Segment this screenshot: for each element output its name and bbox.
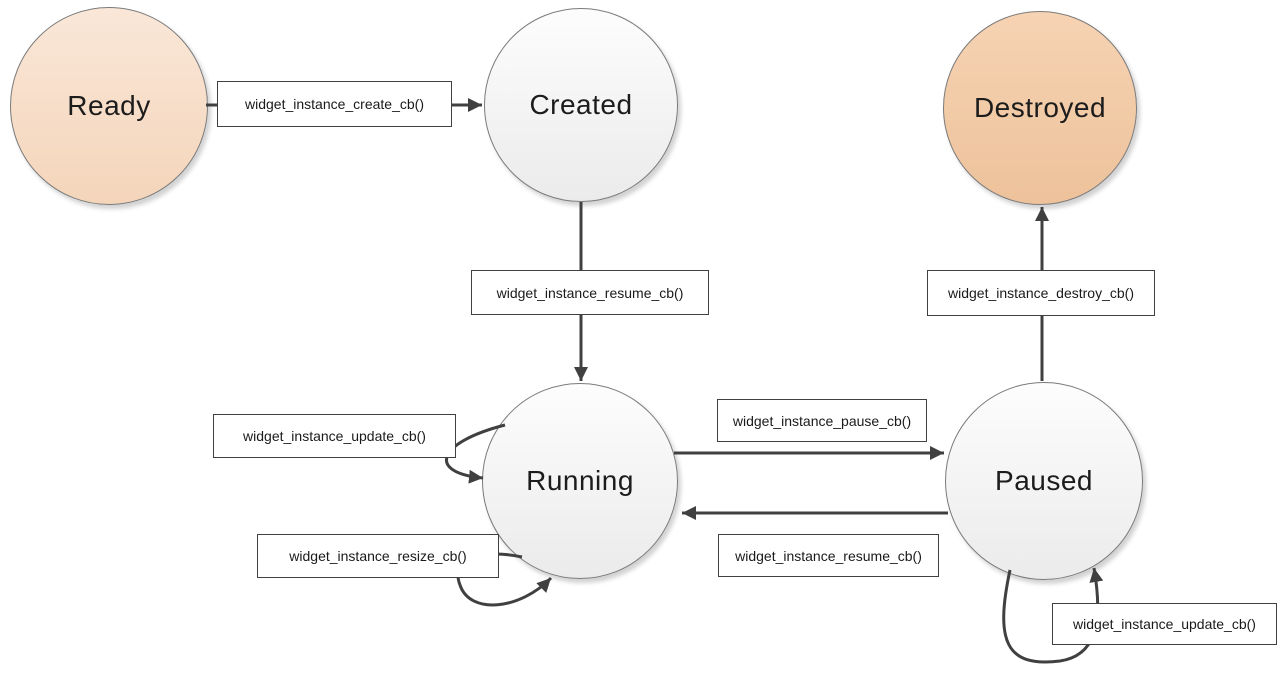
state-running-label: Running: [526, 465, 634, 496]
transition-label-update-paused: widget_instance_update_cb(): [1052, 603, 1277, 645]
state-paused-label: Paused: [995, 465, 1093, 496]
transition-label-update-paused-text: widget_instance_update_cb(): [1073, 616, 1256, 632]
transition-label-update-running-text: widget_instance_update_cb(): [243, 428, 426, 444]
state-destroyed-label: Destroyed: [973, 92, 1107, 123]
transition-label-create: widget_instance_create_cb(): [217, 81, 452, 127]
transition-label-resume-top: widget_instance_resume_cb(): [471, 270, 709, 315]
transition-label-resume-bottom-text: widget_instance_resume_cb(): [735, 547, 922, 564]
transition-label-create-text: widget_instance_create_cb(): [245, 96, 424, 112]
transition-label-pause: widget_instance_pause_cb(): [717, 399, 927, 442]
transition-label-resume-bottom: widget_instance_resume_cb(): [718, 534, 939, 577]
state-ready-label: Ready: [67, 90, 151, 121]
transition-label-resume-top-text: widget_instance_resume_cb(): [496, 284, 684, 301]
transition-label-destroy-text: widget_instance_destroy_cb(): [948, 285, 1134, 301]
state-created: Created: [484, 8, 678, 202]
transition-label-resize-text: widget_instance_resize_cb(): [289, 548, 467, 564]
transition-label-resize: widget_instance_resize_cb(): [257, 534, 499, 578]
transition-label-update-running: widget_instance_update_cb(): [213, 414, 456, 458]
transition-label-pause-text: widget_instance_pause_cb(): [732, 412, 912, 429]
transition-label-destroy: widget_instance_destroy_cb(): [927, 270, 1155, 316]
state-paused: Paused: [945, 382, 1143, 580]
state-created-label: Created: [529, 89, 633, 120]
state-ready: Ready: [10, 7, 208, 205]
state-destroyed: Destroyed: [943, 11, 1137, 205]
